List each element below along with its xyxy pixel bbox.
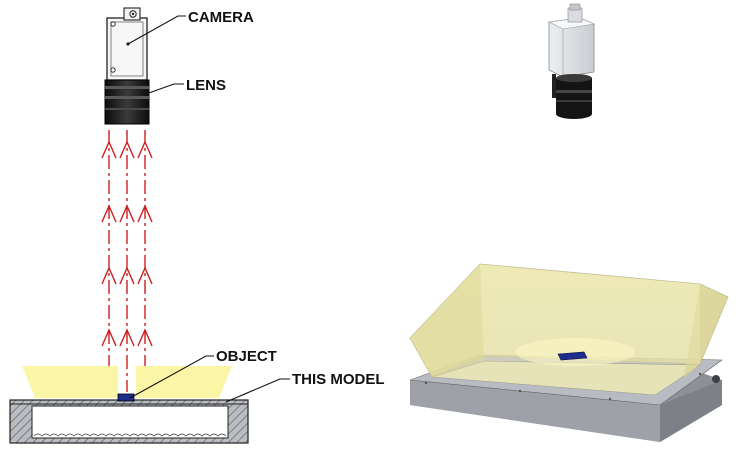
lens	[104, 79, 150, 125]
callouts: CAMERA LENS OBJECT THIS MODEL	[127, 9, 385, 403]
camera-section	[104, 7, 150, 125]
ray-arrows	[101, 140, 153, 347]
object-3d	[557, 351, 588, 361]
object-leader	[129, 355, 214, 399]
object-section	[117, 393, 135, 402]
camera-body	[106, 17, 148, 81]
camera-leader	[127, 15, 186, 45]
camera-3d	[547, 3, 596, 119]
this-model-label: THIS MODEL	[292, 371, 385, 388]
lens-leader	[145, 83, 184, 95]
light-fans	[22, 366, 232, 398]
object-label: OBJECT	[216, 348, 277, 365]
lens-3d	[552, 74, 592, 119]
this-model-leader	[225, 378, 290, 403]
light-rays	[101, 130, 153, 392]
camera-label: CAMERA	[188, 9, 254, 26]
connector-port	[712, 375, 720, 383]
model-housing-section	[9, 393, 249, 444]
model-3d	[409, 263, 729, 442]
lens-label: LENS	[186, 77, 226, 94]
